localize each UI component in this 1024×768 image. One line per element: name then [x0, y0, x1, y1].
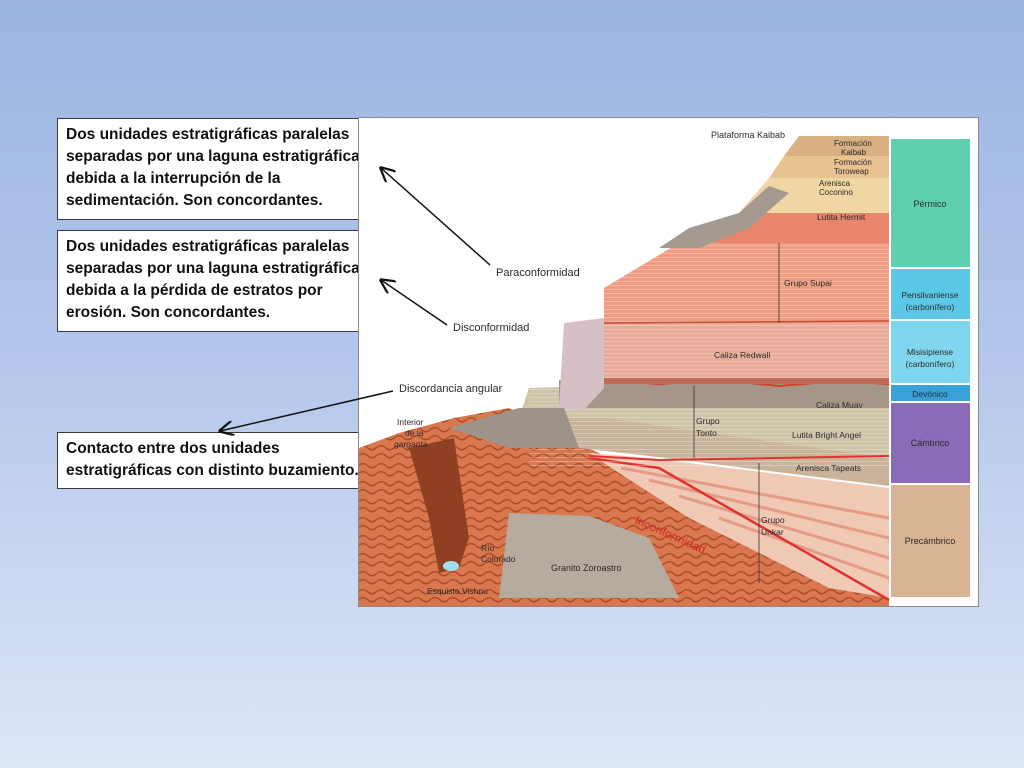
period-label-devonico: Devónico: [912, 389, 948, 399]
inner-gorge: [409, 438, 469, 573]
label-coconino: Coconino: [819, 188, 853, 197]
period-pensilvaniense: [889, 267, 972, 321]
label-rio: Río: [481, 543, 495, 553]
label-formacion-kaibab: Formación: [834, 139, 872, 148]
period-label-permico: Pérmico: [913, 199, 946, 209]
layer-formacion-toroweap: [769, 156, 889, 178]
period-label-cambrico: Cámbrico: [911, 438, 950, 448]
stratigraphic-diagram: Plataforma Kaibab Formación Kaibab Forma…: [358, 117, 979, 607]
rio-colorado: [443, 561, 459, 571]
label-interior: Interior: [397, 417, 424, 427]
period-misisipiense: [889, 319, 972, 385]
label-lutita-hermit: Lutita Hermit: [817, 212, 866, 222]
label-arenisca-tapeats: Arenisca Tapeats: [796, 463, 861, 473]
label-grupo-unkar: Grupo: [761, 515, 785, 525]
label-formacion-toroweap: Formación: [834, 158, 872, 167]
period-permico: [889, 137, 972, 269]
period-column: [889, 137, 972, 599]
label-garganta: garganta: [394, 439, 428, 449]
diagram-svg: Plataforma Kaibab Formación Kaibab Forma…: [359, 118, 972, 606]
callout-paraconformidad-text: Dos unidades estratigráficas paralelas s…: [66, 126, 360, 209]
layer-arenisca-coconino: [739, 178, 889, 213]
label-disconformidad: Disconformidad: [453, 322, 529, 334]
label-colorado: Colorado: [481, 554, 516, 564]
label-de-la: de la: [405, 428, 424, 438]
layer-caliza-muav: [559, 380, 889, 408]
label-unkar: Unkar: [761, 527, 784, 537]
label-discordancia-angular: Discordancia angular: [399, 383, 503, 395]
label-esquisto-vishnu: Esquisto Vishnu: [427, 586, 488, 596]
label-paraconformidad: Paraconformidad: [496, 267, 580, 279]
layer-formacion-kaibab: [784, 136, 889, 156]
callout-discordancia-text: Contacto entre dos unidades estratigráfi…: [66, 440, 359, 479]
label-toroweap: Toroweap: [834, 167, 869, 176]
label-plataforma-kaibab: Plataforma Kaibab: [711, 130, 785, 140]
period-cambrico: [889, 401, 972, 485]
label-lutita-bright-angel: Lutita Bright Angel: [792, 430, 861, 440]
callout-paraconformidad: Dos unidades estratigráficas paralelas s…: [57, 118, 368, 220]
callout-disconformidad: Dos unidades estratigráficas paralelas s…: [57, 230, 368, 332]
label-grupo-supai: Grupo Supai: [784, 278, 832, 288]
label-arenisca-coconino: Arenisca: [819, 179, 851, 188]
label-tonto: Tonto: [696, 428, 717, 438]
label-caliza-muav: Caliza Muav: [816, 400, 864, 410]
layer-esquisto-vishnu: [359, 408, 889, 606]
callout-disconformidad-text: Dos unidades estratigráficas paralelas s…: [66, 238, 360, 321]
period-label-precambrico: Precámbrico: [905, 536, 956, 546]
period-precambrico: [889, 483, 972, 599]
label-caliza-redwall: Caliza Redwall: [714, 350, 770, 360]
label-grupo-tonto: Grupo: [696, 416, 720, 426]
callout-discordancia-angular: Contacto entre dos unidades estratigráfi…: [57, 432, 381, 489]
line-discordancia: [588, 455, 890, 462]
label-kaibab: Kaibab: [841, 148, 866, 157]
label-granito-zoroastro: Granito Zoroastro: [551, 563, 622, 573]
period-label-carbonifero-2: (carbonífero): [906, 359, 955, 369]
period-label-carbonifero-1: (carbonífero): [906, 302, 955, 312]
period-label-misisipiense: Misisipiense: [907, 347, 954, 357]
cliff-redwall: [559, 318, 604, 410]
layer-granito-zoroastro: [499, 513, 679, 598]
period-label-pensilvaniense: Pensilvaniense: [901, 290, 958, 300]
